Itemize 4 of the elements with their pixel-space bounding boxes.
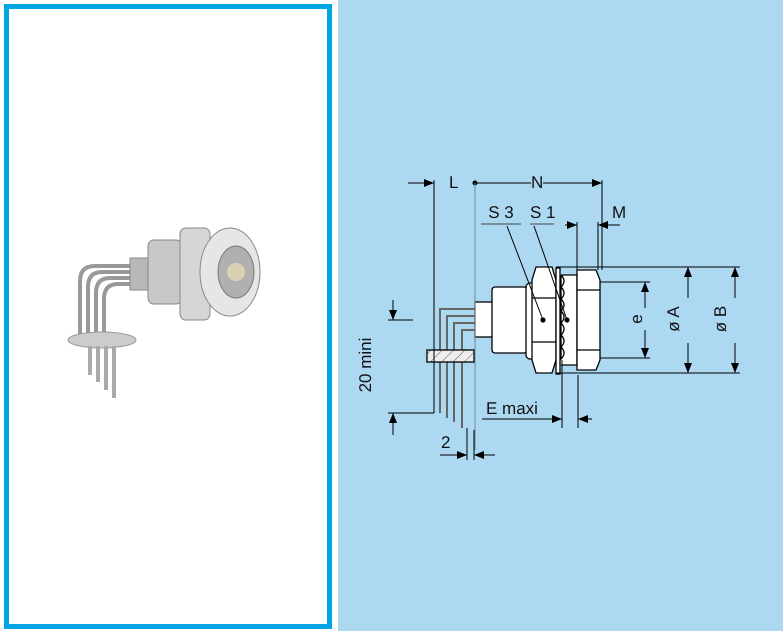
- leader-line: [534, 226, 570, 323]
- part-label: S 3: [481, 204, 521, 225]
- part-label: S 1: [530, 204, 554, 225]
- leader-line: [506, 226, 546, 323]
